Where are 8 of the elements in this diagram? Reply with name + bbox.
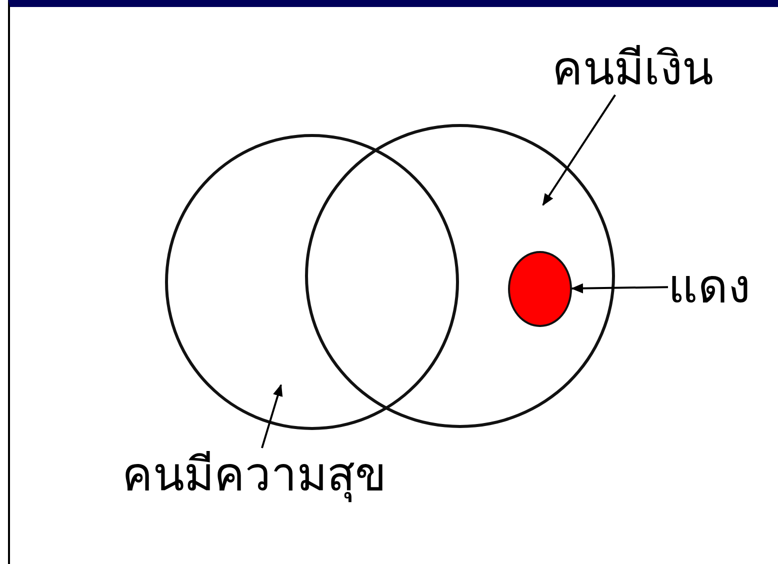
label-text: คนมีความสุข xyxy=(122,448,386,501)
leader-arrow xyxy=(571,283,668,294)
circle-outline xyxy=(305,124,615,428)
leader-arrow xyxy=(542,94,616,206)
label-text: แดง xyxy=(668,260,750,313)
label-text: คนมีเงิน xyxy=(552,42,713,95)
circle-outline xyxy=(165,134,459,430)
leader-arrow xyxy=(261,384,283,448)
